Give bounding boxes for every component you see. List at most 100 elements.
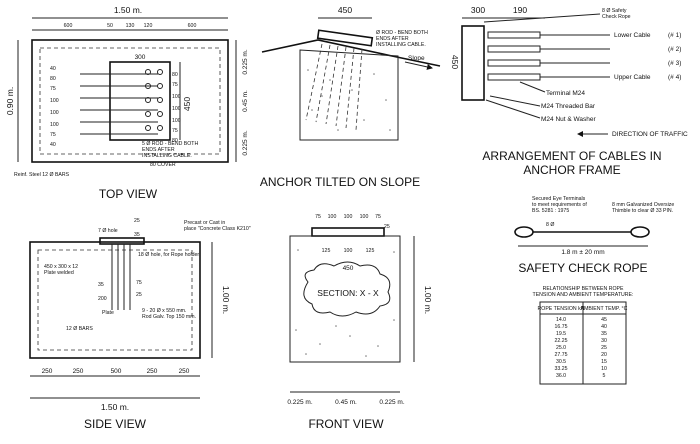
arr-cable-2: (# 2) xyxy=(668,46,681,53)
rope-thimble-1: 8 mm Galvanized Oversize xyxy=(612,202,674,208)
top-height-dim: 0.90 m. xyxy=(5,87,15,115)
top-rebar-note: Reinf. Steel 12 Ø BARS xyxy=(14,172,70,178)
arr-safety-rope-2: Check Rope xyxy=(602,14,631,20)
top-right-dim-mid: 0.45 m. xyxy=(242,90,249,112)
table-cell: 36.0 xyxy=(556,373,566,379)
svg-text:100: 100 xyxy=(172,106,181,112)
svg-text:100: 100 xyxy=(344,248,353,254)
table-rows: 14.0 45 16.75 40 19.5 35 22.25 30 25.0 2… xyxy=(555,317,607,379)
rope-eye-left xyxy=(514,226,534,238)
tension-table: RELATIONSHIP BETWEEN ROPE TENSION AND AM… xyxy=(533,286,633,385)
svg-text:75: 75 xyxy=(315,214,321,220)
top-cover-note: 80 COVER xyxy=(150,162,176,168)
svg-text:100: 100 xyxy=(50,110,59,116)
svg-text:80: 80 xyxy=(172,138,178,144)
front-section-cloud xyxy=(303,261,391,317)
side-dim-35a: 35 xyxy=(134,232,140,238)
arr-nut: M24 Nut & Washer xyxy=(541,116,597,123)
table-cell: 25.0 xyxy=(556,345,566,351)
arr-caption-1: ARRANGEMENT OF CABLES IN xyxy=(482,149,661,163)
side-rods xyxy=(111,244,131,310)
svg-text:100: 100 xyxy=(50,122,59,128)
side-dim-75: 75 xyxy=(136,280,142,286)
table-cell: 30.5 xyxy=(556,359,566,365)
table-col2-head: AMBIENT TEMP. °C xyxy=(581,306,628,312)
slope-dim-450: 450 xyxy=(338,5,352,15)
svg-text:500: 500 xyxy=(111,368,122,375)
table-cell: 22.25 xyxy=(555,338,568,344)
top-dim-120: 120 xyxy=(144,23,153,29)
side-rebar-outline xyxy=(37,249,193,351)
arr-leader-terminal xyxy=(519,81,546,93)
side-block-outline xyxy=(29,241,201,359)
front-concrete-stipple xyxy=(295,249,395,357)
svg-text:0.225 m.: 0.225 m. xyxy=(379,399,404,406)
table-cell: 33.25 xyxy=(555,366,568,372)
side-dim-35b: 35 xyxy=(98,282,104,288)
arr-dim-190: 190 xyxy=(513,5,527,15)
top-view: 1.50 m. 600 50 130 120 600 300 450 xyxy=(5,5,249,201)
front-top-dims: 75 100 100 100 75 xyxy=(315,214,381,220)
arr-cables xyxy=(483,13,610,78)
arr-cable-lower: Lower Cable xyxy=(614,32,651,39)
rope-dia: 8 Ø xyxy=(546,222,554,228)
top-rod-note-1: 5 Ø ROD - BEND BOTH xyxy=(142,141,198,147)
slope-footing-outline xyxy=(299,49,399,141)
svg-text:75: 75 xyxy=(375,214,381,220)
table-cell: 5 xyxy=(603,373,606,379)
rope-terminals-2: to meet requirements of xyxy=(532,202,587,208)
table-cell: 15 xyxy=(601,359,607,365)
top-anchor-plate xyxy=(109,61,171,141)
top-width-dim: 1.50 m. xyxy=(114,5,142,15)
front-view: 75 100 100 100 75 25 125 100 125 450 SEC… xyxy=(287,214,433,431)
arrangement-view: 300 190 450 8 Ø Safety Check Rope Lower … xyxy=(450,5,688,177)
top-dim-600-left: 600 xyxy=(64,23,73,29)
anchor-slope-caption: ANCHOR TILTED ON SLOPE xyxy=(260,175,420,189)
slope-concrete-stipple xyxy=(307,69,391,131)
side-height-dim: 1.00 m. xyxy=(221,286,231,314)
arr-terminal: Terminal M24 xyxy=(546,90,585,97)
side-rebar-note: 12 Ø BARS xyxy=(66,326,93,332)
side-bottom-dims: 250 250 500 250 250 xyxy=(42,368,190,375)
table-cell: 10 xyxy=(601,366,607,372)
svg-text:80: 80 xyxy=(172,72,178,78)
arr-dim-300: 300 xyxy=(471,5,485,15)
table-cell: 16.75 xyxy=(555,324,568,330)
table-cell: 40 xyxy=(601,324,607,330)
side-dim-25: 25 xyxy=(134,218,140,224)
table-cell: 27.75 xyxy=(555,352,568,358)
front-dim-25: 25 xyxy=(384,224,390,230)
rope-terminals-3: BS. 5281 : 1975 xyxy=(532,208,569,214)
svg-text:100: 100 xyxy=(360,214,369,220)
slope-rod-note-2: ENDS AFTER xyxy=(376,36,409,42)
side-dim-200: 200 xyxy=(98,296,107,302)
side-view: Precast or Cast in place "Concrete Class… xyxy=(29,218,251,431)
side-view-caption: SIDE VIEW xyxy=(84,417,147,431)
table-cell: 35 xyxy=(601,331,607,337)
side-width-dim: 1.50 m. xyxy=(101,402,129,412)
table-cell: 30 xyxy=(601,338,607,344)
svg-text:0.45 m.: 0.45 m. xyxy=(335,399,357,406)
arr-threaded-bar: M24 Threaded Bar xyxy=(541,103,596,110)
arr-safety-rope: 8 Ø Safety xyxy=(602,8,627,14)
top-left-dims: 40 80 75 100 100 100 75 40 xyxy=(50,66,59,148)
front-dim-450: 450 xyxy=(343,265,354,272)
top-slab-outline xyxy=(31,39,229,163)
top-dim-600-right: 600 xyxy=(188,23,197,29)
top-bolt-holes xyxy=(145,69,163,131)
arr-cable-1: (# 1) xyxy=(668,32,681,39)
svg-text:125: 125 xyxy=(322,248,331,254)
slope-ground-line xyxy=(261,39,441,67)
arr-leader-bar xyxy=(489,95,541,107)
side-dim-25b: 25 xyxy=(136,292,142,298)
svg-text:250: 250 xyxy=(73,368,84,375)
svg-text:75: 75 xyxy=(172,128,178,134)
side-plate-label: Plate xyxy=(102,310,114,316)
top-cable-lines xyxy=(80,73,158,135)
table-cell: 14.0 xyxy=(556,317,566,323)
svg-text:100: 100 xyxy=(50,98,59,104)
svg-text:100: 100 xyxy=(172,118,181,124)
arr-leader-nut xyxy=(485,99,541,119)
slope-anchor-frame xyxy=(316,29,374,47)
